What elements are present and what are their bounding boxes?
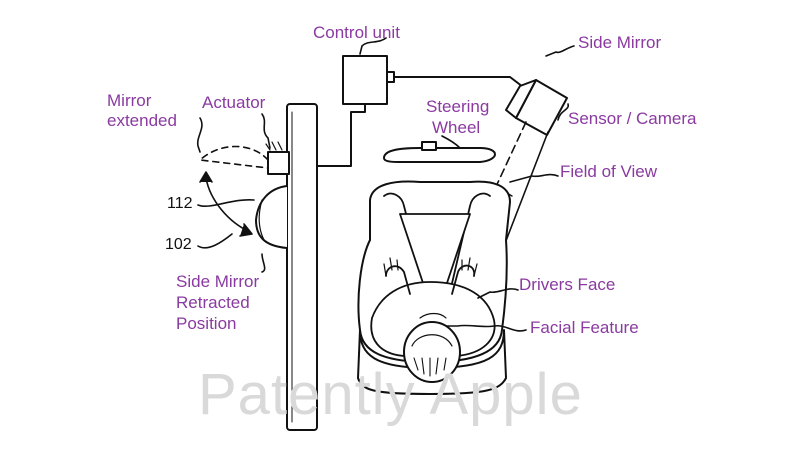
actuator	[265, 141, 290, 175]
side-mirror-label: Side Mirror	[578, 33, 662, 52]
rotation-arrow	[199, 171, 253, 237]
field-of-view-label: Field of View	[560, 162, 658, 181]
driver-head	[403, 312, 461, 383]
actuator-label: Actuator	[202, 93, 266, 112]
retracted-label-line2: Retracted	[176, 293, 250, 312]
vehicle-door	[286, 103, 318, 431]
drivers-face-label: Drivers Face	[519, 275, 616, 294]
leader-lines	[196, 37, 575, 332]
watermark: Patently Apple	[198, 362, 583, 427]
facial-feature-label: Facial Feature	[530, 318, 639, 337]
ref-102: 102	[165, 236, 192, 253]
retracted-label-line1: Side Mirror	[176, 272, 260, 291]
mirror-extended-label-line2: extended	[107, 111, 177, 130]
steering-wheel-label-line1: Steering	[426, 97, 490, 116]
control-unit	[316, 55, 528, 167]
side-mirror-retracted	[255, 185, 288, 249]
sensor-camera	[505, 79, 568, 136]
steering-wheel-label-line2: Wheel	[432, 118, 481, 137]
sensor-camera-label: Sensor / Camera	[568, 109, 697, 128]
side-mirror-extended	[199, 145, 269, 169]
retracted-label-line3: Position	[176, 314, 237, 333]
steering-wheel	[383, 141, 496, 163]
control-unit-label: Control unit	[313, 23, 400, 42]
driver-body	[370, 192, 496, 357]
mirror-extended-label-line1: Mirror	[107, 91, 152, 110]
ref-112: 112	[167, 195, 193, 212]
